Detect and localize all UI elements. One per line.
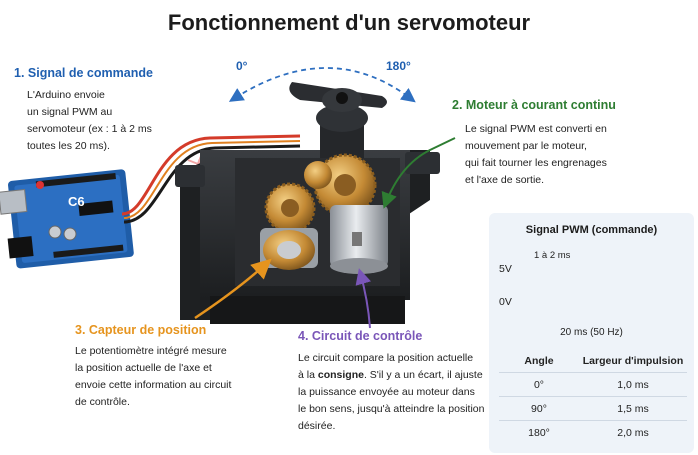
pwm-panel: Signal PWM (commande) 5V 0V 1 à 2 ms 20 … [489, 213, 694, 453]
pwm-period-label: 20 ms (50 Hz) [560, 327, 623, 338]
table-header: Angle Largeur d'impulsion [524, 354, 684, 367]
cable-black [123, 144, 301, 224]
pulse-table: Angle Largeur d'impulsion 0° 1,0 ms 90° … [499, 349, 687, 444]
potentiometer [260, 228, 318, 270]
dc-motor [330, 205, 388, 274]
cable-red [121, 134, 301, 216]
angle-end-label: 180° [386, 59, 411, 73]
cable-orange [123, 140, 301, 219]
section2-text: Le signal PWM est converti en mouvement … [465, 123, 607, 186]
servo-horn [289, 82, 387, 158]
arduino-board [0, 169, 134, 269]
pwm-title: Signal PWM (commande) [525, 224, 658, 236]
arrow-position [194, 258, 272, 320]
table-row: 0° 1,0 ms [499, 372, 687, 396]
section4-title: 4. Circuit de contrôle [298, 329, 423, 343]
board-label: C6 [68, 194, 85, 209]
section3-text: Le potentiomètre intégré mesure la posit… [75, 345, 232, 408]
table-row: 180° 2,0 ms [499, 420, 687, 444]
section2-title: 2. Moteur à courant continu [452, 98, 616, 112]
pwm-low-label: 0V [499, 296, 512, 308]
page-title: Fonctionnement d'un servomoteur [167, 10, 531, 35]
arrow-motor [381, 137, 456, 209]
pwm-high-label: 5V [499, 263, 512, 275]
section1-title: 1. Signal de commande [14, 66, 153, 80]
angle-start-label: 0° [236, 59, 248, 73]
arrow-control [355, 268, 371, 329]
pwm-pulse-label: 1 à 2 ms [534, 250, 571, 261]
rotation-arc [228, 67, 416, 103]
section4-text: Le circuit compare la position actuelle … [298, 352, 485, 432]
table-row: 90° 1,5 ms [499, 396, 687, 420]
section1-text: L'Arduino envoie un signal PWM au servom… [27, 89, 152, 152]
section3-title: 3. Capteur de position [75, 323, 207, 337]
